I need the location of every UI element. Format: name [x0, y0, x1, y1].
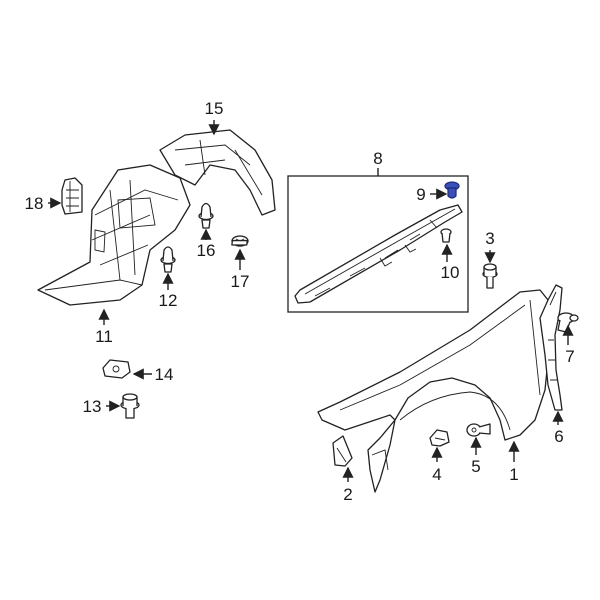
callout-13: 13	[83, 397, 102, 416]
upper-liner-part[interactable]	[159, 129, 276, 216]
callout-4: 4	[432, 465, 441, 484]
callout-7: 7	[565, 347, 574, 366]
clip-10-part[interactable]	[440, 228, 452, 243]
fender-panel-part[interactable]	[317, 289, 551, 493]
bolt-13-part[interactable]	[120, 393, 140, 419]
clip-4-part[interactable]	[429, 429, 450, 447]
callout-16: 16	[197, 241, 216, 260]
callout-12: 12	[159, 291, 178, 310]
callout-numbers: 15 8 9 10 3 18 16 12 17 11 14 13 7 6 2 4…	[25, 99, 575, 504]
callout-18: 18	[25, 194, 44, 213]
callout-1: 1	[509, 465, 518, 484]
pin-5-part[interactable]	[466, 423, 491, 437]
bracket-part[interactable]	[61, 177, 83, 215]
callout-6: 6	[554, 427, 563, 446]
callout-11: 11	[95, 327, 113, 346]
callout-8: 8	[373, 149, 382, 168]
callout-2: 2	[343, 485, 352, 504]
callout-10: 10	[441, 263, 460, 282]
clip-nut-part[interactable]	[102, 359, 131, 379]
clip-16-part[interactable]	[198, 202, 214, 229]
callout-14: 14	[155, 365, 174, 384]
bolt-3-part[interactable]	[482, 263, 498, 289]
screw-17-part[interactable]	[231, 235, 249, 250]
clip-12-part[interactable]	[160, 246, 176, 273]
wheel-liner-part[interactable]	[37, 164, 191, 306]
fender-trim-part[interactable]	[539, 284, 563, 411]
leader-lines	[48, 120, 574, 482]
clip-9-highlighted-part[interactable]	[444, 181, 460, 199]
callout-9: 9	[416, 185, 425, 204]
callout-3: 3	[485, 229, 494, 248]
callout-15: 15	[205, 99, 224, 118]
fender-rail-part[interactable]	[294, 204, 463, 304]
guard-piece-part[interactable]	[332, 435, 353, 467]
callout-17: 17	[231, 272, 250, 291]
callout-5: 5	[471, 457, 480, 476]
